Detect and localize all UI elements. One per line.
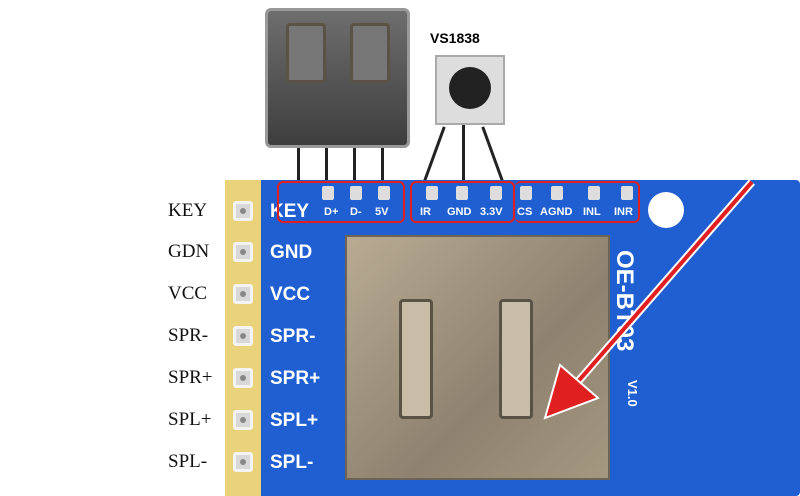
board-pin-label: KEY — [270, 201, 310, 222]
pin-pad — [233, 410, 253, 430]
board-pin-label: SPL+ — [270, 410, 319, 431]
top-pin-label: IR — [420, 206, 431, 218]
usb-contact — [350, 23, 390, 83]
wire — [462, 125, 465, 188]
top-pin-label: D- — [350, 206, 362, 218]
top-pin-label: 5V — [375, 206, 389, 218]
side-label: KEY — [168, 200, 208, 221]
board-pin-label: VCC — [270, 284, 311, 305]
side-label: SPL- — [168, 451, 208, 472]
arrow-shaft — [573, 180, 754, 387]
pin-pad — [233, 452, 253, 472]
top-pin-label: 3.3V — [480, 206, 503, 218]
side-label: GDN — [168, 241, 210, 262]
top-pin-label: CS — [517, 206, 533, 218]
side-label: VCC — [168, 283, 208, 304]
top-pin-label: AGND — [540, 206, 573, 218]
sensor-label: VS1838 — [430, 30, 480, 46]
top-pin-label: D+ — [324, 206, 339, 218]
pin-pad — [233, 368, 253, 388]
wire — [297, 148, 300, 188]
board-pin-label: GND — [270, 242, 313, 263]
sd-spring — [399, 299, 433, 419]
board-pin-label: SPR+ — [270, 368, 321, 389]
sd-card-slot — [345, 235, 610, 480]
usb-contact — [286, 23, 326, 83]
pin-pad — [233, 284, 253, 304]
side-label: SPR- — [168, 325, 209, 346]
pin-pad — [233, 326, 253, 346]
sd-spring — [499, 299, 533, 419]
board-pin-label: SPL- — [270, 452, 314, 473]
audio-pin-highlight — [515, 181, 640, 223]
usb-pin-highlight — [277, 181, 405, 223]
arrow-head — [543, 363, 600, 420]
side-label: SPL+ — [168, 409, 212, 430]
top-pin-label: INR — [614, 206, 633, 218]
ir-pin-highlight — [410, 181, 515, 223]
wire — [381, 148, 384, 188]
usb-connector — [265, 8, 410, 148]
top-pin-label: GND — [447, 206, 472, 218]
wire — [353, 148, 356, 188]
mounting-hole — [648, 192, 684, 228]
side-label: SPR+ — [168, 367, 213, 388]
pin-pad — [233, 242, 253, 262]
board-pin-label: SPR- — [270, 326, 316, 347]
ir-receiver — [435, 55, 505, 125]
pin-pad — [233, 201, 253, 221]
ir-lens — [449, 67, 491, 109]
top-pin-label: INL — [583, 206, 601, 218]
wire — [325, 148, 328, 188]
